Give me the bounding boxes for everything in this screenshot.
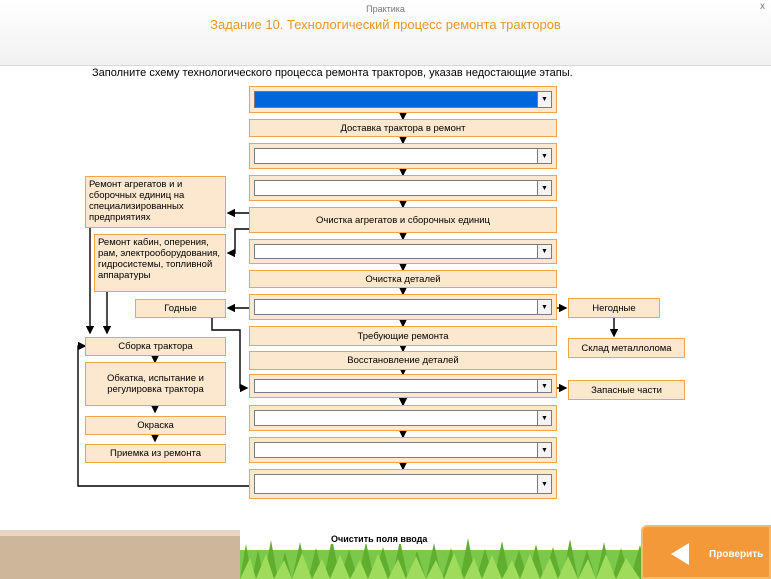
step-dropdown-4[interactable]: ▼ [254,244,552,259]
step-dropdown-2-box: ▼ [249,143,557,169]
step-cleaning-units: Очистка агрегатов и сборочных единиц [249,207,557,233]
step-need-repair: Требующие ремонта [249,326,557,346]
side-usable-parts: Годные [135,299,226,318]
chevron-down-icon: ▼ [537,92,551,107]
step-dropdown-5[interactable]: ▼ [254,299,552,315]
step-dropdown-8-box: ▼ [249,437,557,463]
back-arrow-icon [671,543,689,565]
step-dropdown-1[interactable]: ▼ [254,91,552,108]
chevron-down-icon: ▼ [537,411,551,425]
step-dropdown-2[interactable]: ▼ [254,148,552,164]
section-label: Практика [366,4,405,14]
side-running-in: Обкатка, испытание и регулировка трактор… [85,362,226,406]
chevron-down-icon: ▼ [537,300,551,314]
flow-connectors [77,112,619,487]
chevron-down-icon: ▼ [537,149,551,163]
step-dropdown-9[interactable]: ▼ [254,474,552,494]
page-title: Задание 10. Технологический процесс ремо… [210,17,561,32]
side-unusable-parts: Негодные [568,298,660,318]
chevron-down-icon: ▼ [537,443,551,457]
step-dropdown-3[interactable]: ▼ [254,180,552,196]
step-dropdown-6[interactable]: ▼ [254,379,552,393]
close-icon[interactable]: x [760,1,765,12]
step-dropdown-1-box: ▼ [249,86,557,113]
step-dropdown-3-box: ▼ [249,175,557,201]
step-dropdown-6-box: ▼ [249,374,557,398]
check-button-label: Проверить [709,549,764,560]
step-dropdown-9-box: ▼ [249,469,557,499]
side-cabin-repair: Ремонт кабин, оперения, рам, электрообор… [94,234,226,292]
step-dropdown-8[interactable]: ▼ [254,442,552,458]
step-restoration: Восстановление деталей [249,351,557,370]
check-button[interactable]: Проверить [641,525,771,579]
chevron-down-icon: ▼ [537,475,551,493]
chevron-down-icon: ▼ [537,245,551,258]
step-delivery: Доставка трактора в ремонт [249,119,557,137]
side-spare-parts: Запасные части [568,380,685,400]
step-dropdown-4-box: ▼ [249,239,557,264]
side-assembly: Сборка трактора [85,337,226,356]
header-bar: Практика Задание 10. Технологический про… [0,0,771,66]
side-specialized-repair: Ремонт агрегатов и и сборочных единиц на… [85,176,226,228]
step-dropdown-7-box: ▼ [249,405,557,431]
side-scrap-warehouse: Склад металлолома [568,338,685,358]
step-cleaning-parts: Очистка деталей [249,270,557,288]
chevron-down-icon: ▼ [537,380,551,392]
step-dropdown-5-box: ▼ [249,294,557,320]
side-painting: Окраска [85,416,226,435]
step-dropdown-7[interactable]: ▼ [254,410,552,426]
side-acceptance: Приемка из ремонта [85,444,226,463]
instruction-text: Заполните схему технологического процесс… [92,67,573,79]
chevron-down-icon: ▼ [537,181,551,195]
clear-fields-button[interactable]: Очистить поля ввода [331,534,428,544]
